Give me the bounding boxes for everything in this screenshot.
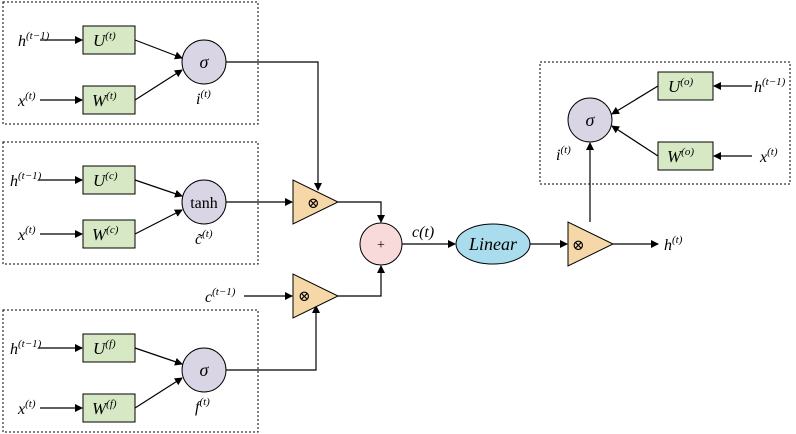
box-W-i: [82, 85, 136, 115]
i-label: i(t): [196, 88, 211, 108]
multiply-out-text: ⊗: [572, 238, 585, 254]
input-gate: h(t−1) U(t) x(t) W(t) σ i(t): [17, 25, 227, 115]
candidate-group: [2, 141, 259, 265]
x-label-f: x(t): [17, 398, 36, 418]
box-U-o: [657, 71, 714, 101]
sigma-f-text: σ: [200, 360, 210, 380]
forget-gate: h(t−1) U(f) x(t) W(f) σ f(t): [10, 333, 227, 423]
multiply-bottom-text: ⊗: [298, 289, 311, 305]
linear-text: Linear: [468, 234, 518, 254]
multiply-top-text: ⊗: [307, 196, 320, 212]
h-prev-label-o: h(t−1): [754, 76, 786, 96]
x-label: x(t): [17, 90, 36, 110]
candidate: h(t−1) U(c) x(t) W(c) tanh c̃(t): [10, 165, 227, 249]
c-tilde-label: c̃(t): [195, 228, 213, 248]
sigma-o-text: σ: [586, 110, 596, 130]
forget-gate-group: [2, 309, 259, 433]
h-prev-label-f: h(t−1): [10, 338, 42, 358]
h-prev-label-c: h(t−1): [10, 170, 42, 190]
sigma-i-text: σ: [200, 52, 210, 72]
x-label-c: x(t): [17, 224, 36, 244]
multiply-top-node: [292, 179, 340, 225]
multiply-out-node: [567, 221, 615, 267]
output-gate-group: [539, 61, 791, 185]
c-t-label: c(t): [412, 224, 434, 241]
multiply-bottom-node: [292, 273, 340, 319]
box-W-f: [82, 393, 136, 423]
c-prev-label: c(t−1): [205, 286, 236, 306]
input-gate-group: [2, 1, 259, 125]
i-label-o: i(t): [556, 144, 571, 164]
x-label-o: x(t): [759, 146, 778, 166]
f-label: f(t): [195, 396, 210, 416]
output-gate: σ i(t) U(o) W(o) h(t−1) x(t): [556, 71, 786, 222]
add-text: +: [377, 238, 385, 253]
box-U-c: [82, 165, 136, 195]
tanh-text: tanh: [190, 195, 218, 212]
h-t-label: h(t): [664, 234, 683, 254]
box-U-i: [82, 25, 136, 55]
